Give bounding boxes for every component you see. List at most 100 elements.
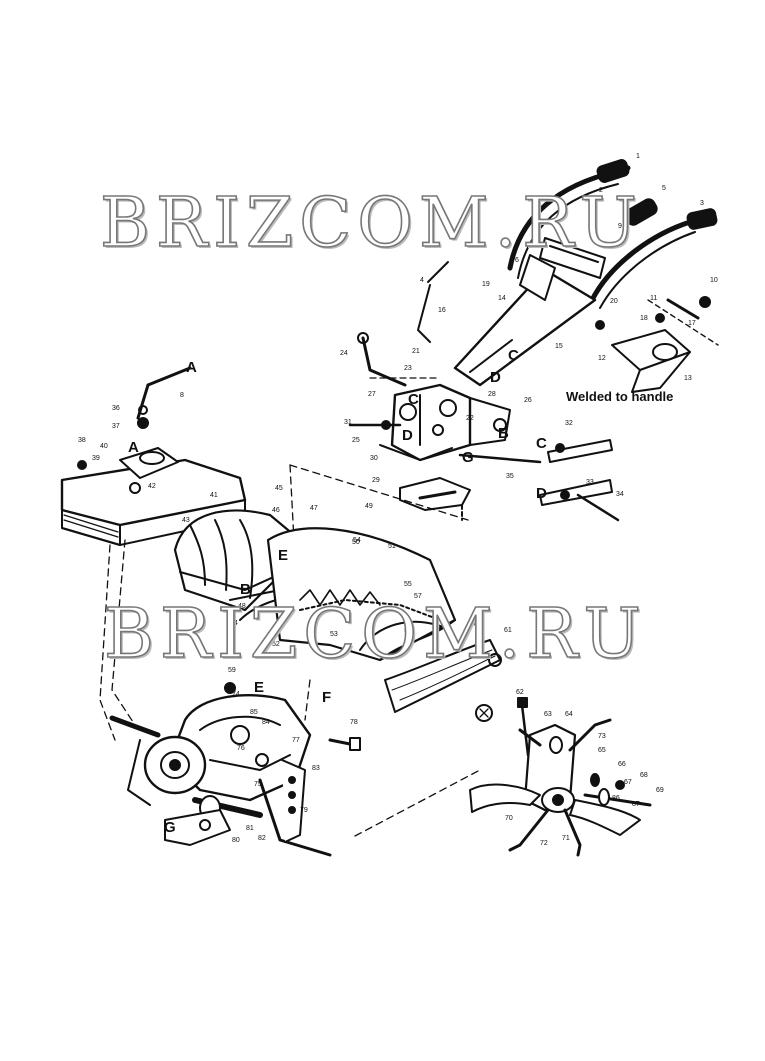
marker-c-link: C — [536, 435, 547, 452]
callout-72: 72 — [540, 840, 548, 847]
callout-65: 65 — [598, 747, 606, 754]
callout-10: 10 — [710, 277, 718, 284]
callout-51: 51 — [388, 543, 396, 550]
callout-49: 49 — [365, 503, 373, 510]
callout-3: 3 — [700, 200, 704, 207]
callout-68: 68 — [640, 772, 648, 779]
transmission — [109, 682, 361, 857]
marker-a-top: A — [186, 359, 197, 376]
callout-47: 47 — [310, 505, 318, 512]
callout-9: 9 — [618, 223, 622, 230]
callout-56: 56 — [404, 627, 412, 634]
marker-b-shield: B — [240, 581, 251, 598]
marker-f: F — [322, 689, 331, 706]
callout-24: 24 — [340, 350, 348, 357]
tine-shield — [60, 447, 247, 546]
callout-11: 11 — [650, 295, 657, 302]
callout-74: 74 — [232, 691, 240, 698]
watermark-top: BRIZCOM.RU — [99, 183, 643, 264]
marker-e-cover: E — [278, 547, 288, 564]
callout-25: 25 — [352, 437, 360, 444]
marker-e-gear: E — [254, 679, 264, 696]
callout-87: 87 — [632, 801, 640, 808]
callout-60: 60 — [470, 621, 478, 628]
callout-33: 33 — [586, 479, 594, 486]
callout-1: 1 — [636, 153, 640, 160]
callout-14: 14 — [498, 295, 506, 302]
callout-34: 34 — [616, 491, 624, 498]
callout-2: 2 — [599, 187, 603, 194]
callout-46: 46 — [272, 507, 280, 514]
part-callouts: 1 2 3 4 5 6 8 9 10 11 12 13 14 15 16 17 … — [78, 153, 718, 847]
callout-55: 55 — [404, 581, 412, 588]
callout-82: 82 — [258, 835, 266, 842]
callout-86: 86 — [612, 795, 620, 802]
callout-57: 57 — [414, 593, 422, 600]
callout-40: 40 — [100, 443, 108, 450]
callout-45: 45 — [275, 485, 283, 492]
callout-6: 6 — [515, 257, 519, 264]
callout-59: 59 — [228, 667, 236, 674]
callout-71: 71 — [562, 835, 570, 842]
callout-12: 12 — [598, 355, 606, 362]
marker-g-left: G — [164, 819, 176, 836]
tine-assembly — [469, 697, 652, 857]
callout-32: 32 — [565, 420, 573, 427]
callout-80: 80 — [232, 837, 240, 844]
callout-39: 39 — [92, 455, 100, 462]
marker-c-bracket: C — [408, 391, 419, 408]
callout-70: 70 — [505, 815, 513, 822]
callout-42: 42 — [148, 483, 156, 490]
callout-15: 15 — [555, 343, 563, 350]
callout-22: 22 — [466, 415, 474, 422]
callout-28: 28 — [488, 391, 496, 398]
callout-19: 19 — [482, 281, 490, 288]
callout-5: 5 — [662, 185, 666, 192]
callout-27: 27 — [368, 391, 376, 398]
belt-cover — [173, 509, 502, 722]
callout-73: 73 — [598, 733, 606, 740]
callout-4: 4 — [420, 277, 424, 284]
callout-44: 44 — [230, 620, 238, 627]
callout-38: 38 — [78, 437, 86, 444]
callout-64: 64 — [565, 711, 573, 718]
letter-markers: A B C D C D C D E B E F G A G — [128, 347, 547, 836]
marker-d-bracket: D — [402, 427, 413, 444]
callout-54: 54 — [353, 537, 361, 544]
watermark-bottom: BRIZCOM.RU — [103, 594, 647, 675]
callout-35: 35 — [506, 473, 514, 480]
callout-53: 53 — [330, 631, 338, 638]
callout-63: 63 — [544, 711, 552, 718]
callout-23: 23 — [404, 365, 412, 372]
callout-41: 41 — [210, 492, 218, 499]
callout-75: 75 — [254, 781, 262, 788]
callout-67: 67 — [624, 779, 632, 786]
marker-d-handle: D — [490, 369, 501, 386]
callout-69: 69 — [656, 787, 664, 794]
handle-bracket — [348, 332, 620, 522]
callout-76: 76 — [237, 745, 245, 752]
callout-58: 58 — [432, 615, 440, 622]
callout-20: 20 — [610, 298, 618, 305]
callout-13: 13 — [684, 375, 692, 382]
callout-61: 61 — [504, 627, 512, 634]
callout-77: 77 — [292, 737, 300, 744]
callout-43: 43 — [182, 517, 190, 524]
callout-79: 79 — [300, 807, 308, 814]
marker-b-right: B — [498, 425, 509, 442]
callout-26: 26 — [524, 397, 532, 404]
depth-stake — [136, 366, 192, 429]
callout-8: 8 — [180, 392, 184, 399]
callout-18: 18 — [640, 315, 648, 322]
callout-84: 84 — [262, 719, 270, 726]
callout-85: 85 — [250, 709, 258, 716]
callout-30: 30 — [370, 455, 378, 462]
callout-66: 66 — [618, 761, 626, 768]
callout-83: 83 — [312, 765, 320, 772]
callout-52: 52 — [272, 641, 280, 648]
callout-37: 37 — [112, 423, 120, 430]
callout-50: 50 — [352, 539, 360, 546]
marker-g-top: G — [462, 449, 474, 466]
welded-note: Welded to handle — [566, 389, 674, 404]
handle-assembly — [417, 159, 719, 393]
